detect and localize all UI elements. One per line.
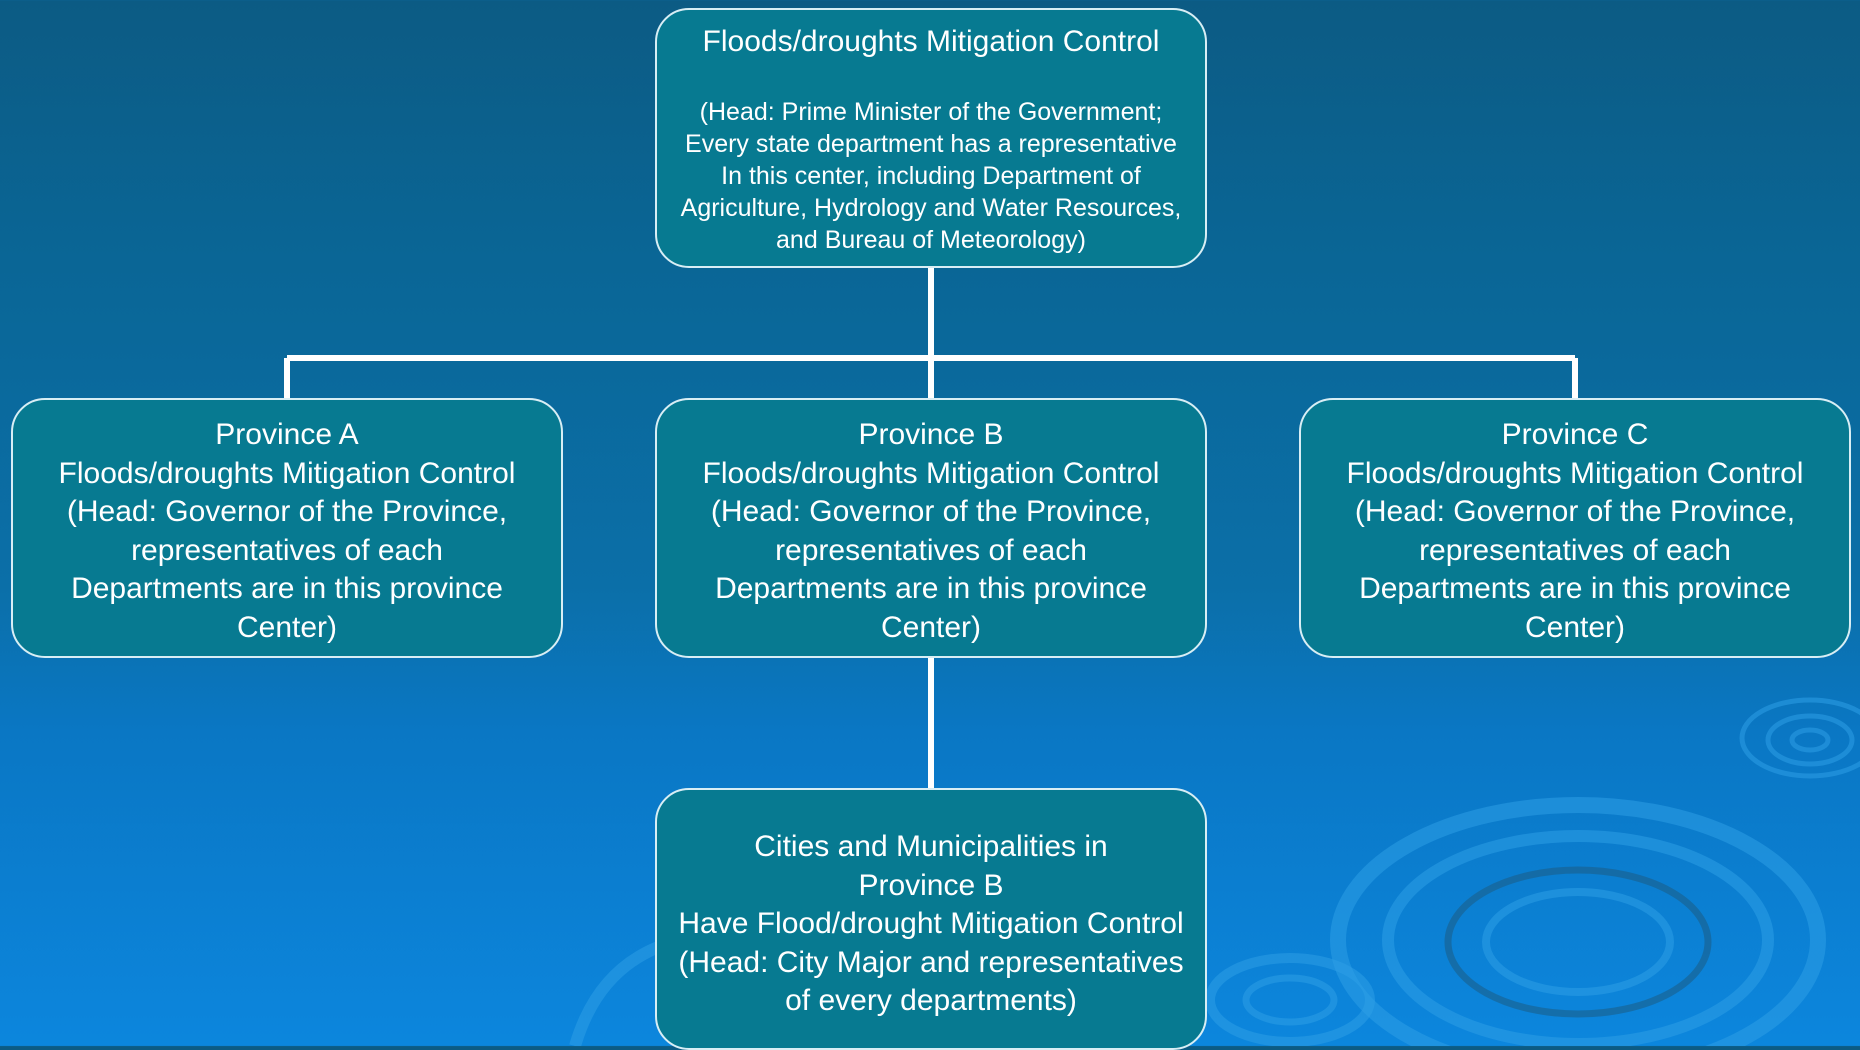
province-c-node: Province C Floods/droughts Mitigation Co…	[1299, 398, 1851, 658]
national-control-detail: (Head: Prime Minister of the Government;…	[680, 98, 1182, 254]
national-control-title: Floods/droughts Mitigation Control	[702, 25, 1160, 58]
province-a-node: Province A Floods/droughts Mitigation Co…	[11, 398, 563, 658]
province-b-node: Province B Floods/droughts Mitigation Co…	[655, 398, 1207, 658]
province-b-text: Province B Floods/droughts Mitigation Co…	[702, 418, 1160, 644]
national-control-node: Floods/droughts Mitigation Control (Head…	[655, 8, 1207, 268]
province-c-text: Province C Floods/droughts Mitigation Co…	[1346, 418, 1804, 644]
province-a-text: Province A Floods/droughts Mitigation Co…	[58, 418, 516, 644]
cities-node: Cities and Municipalities in Province B …	[655, 788, 1207, 1050]
cities-text: Cities and Municipalities in Province B …	[678, 830, 1184, 1017]
